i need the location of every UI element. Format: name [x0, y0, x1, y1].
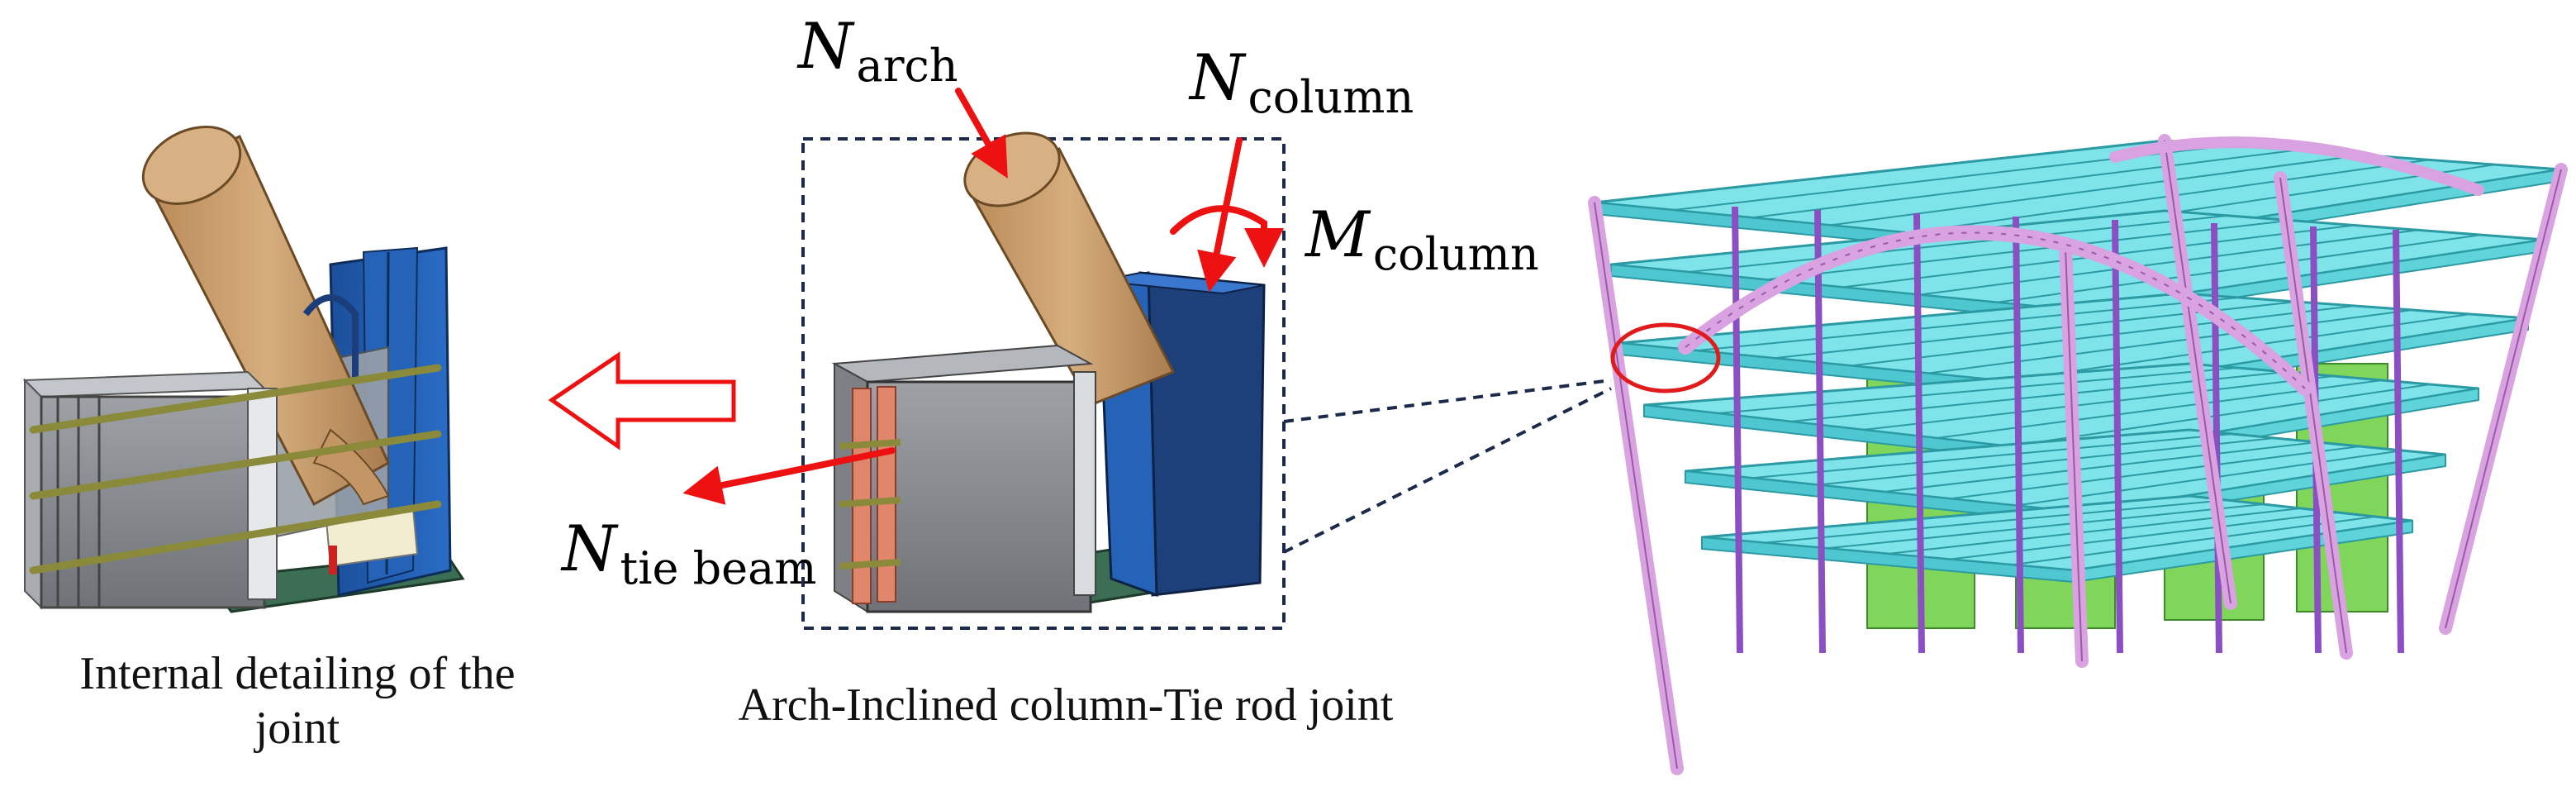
- slab-beam-line: [1696, 297, 2240, 352]
- slab-beam-line: [1850, 305, 2355, 367]
- slab-beam-line: [1919, 229, 2418, 296]
- caption-internal-detailing: Internal detailing of the joint: [79, 648, 516, 754]
- slab-beam-line: [2004, 313, 2471, 382]
- slab-beam-line: [1862, 375, 2335, 431]
- slab-beam-line: [1887, 508, 2302, 555]
- slab-beam-line: [1996, 234, 2482, 303]
- slab-beam-line: [1717, 367, 2238, 414]
- force-arrows: [682, 88, 1284, 505]
- inclined-column-edge: [2445, 169, 2562, 629]
- callout-connectors: [1283, 379, 1612, 554]
- arch-force-arrow: [955, 88, 1008, 179]
- label-n-tie-beam: Ntie beam: [560, 512, 817, 594]
- building-structural-model: [1588, 134, 2568, 775]
- tie-rods: [29, 364, 442, 574]
- column-moment-arrow: [1170, 205, 1284, 268]
- detail-direction-arrow: [548, 351, 736, 450]
- joint-tie-beam: [831, 344, 1096, 613]
- slab-beam-line: [1688, 214, 2228, 274]
- interior-column: [2393, 229, 2404, 654]
- interior-column: [2211, 222, 2222, 654]
- slab-beam-line: [1763, 499, 2227, 544]
- slab-beam-line: [1765, 219, 2292, 281]
- label-m-column: Mcolumn: [1304, 198, 1539, 280]
- interior-column: [2013, 216, 2024, 654]
- tie-beam-force-arrow: [682, 447, 896, 505]
- anchor-rib: [302, 294, 359, 380]
- interior-column: [1732, 206, 1743, 654]
- slab-beam-line: [1817, 437, 2275, 486]
- slab-beam-line: [1751, 149, 2298, 219]
- joint-highlight-circle: [1610, 322, 1721, 393]
- arch-cylinder: [141, 125, 390, 507]
- slab-beam-line: [1751, 433, 2232, 479]
- interior-column: [2112, 219, 2123, 654]
- slab-beam-line: [1927, 309, 2413, 374]
- inclined-column-edge: [1594, 202, 1678, 770]
- inclined-column-edge: [2279, 177, 2347, 654]
- interior-column: [1913, 212, 1925, 654]
- arch-member-segments: [1685, 231, 2306, 389]
- interior-column: [1814, 209, 1826, 654]
- joint-model: [801, 131, 1286, 630]
- slab-beam-line: [1949, 512, 2339, 560]
- caption-joint-name: Arch-Inclined column-Tie rod joint: [738, 679, 1394, 731]
- slab-beam-line: [1883, 441, 2318, 493]
- inclined-column-edge: [2065, 247, 2083, 662]
- label-n-arch: Narch: [796, 9, 958, 92]
- slab-beam-line: [1825, 503, 2265, 550]
- roof-arch-member: [2109, 136, 2484, 196]
- label-n-column: Ncolumn: [1188, 41, 1414, 123]
- inclined-column-edge: [2164, 140, 2231, 604]
- internal-detail-model: [22, 125, 465, 613]
